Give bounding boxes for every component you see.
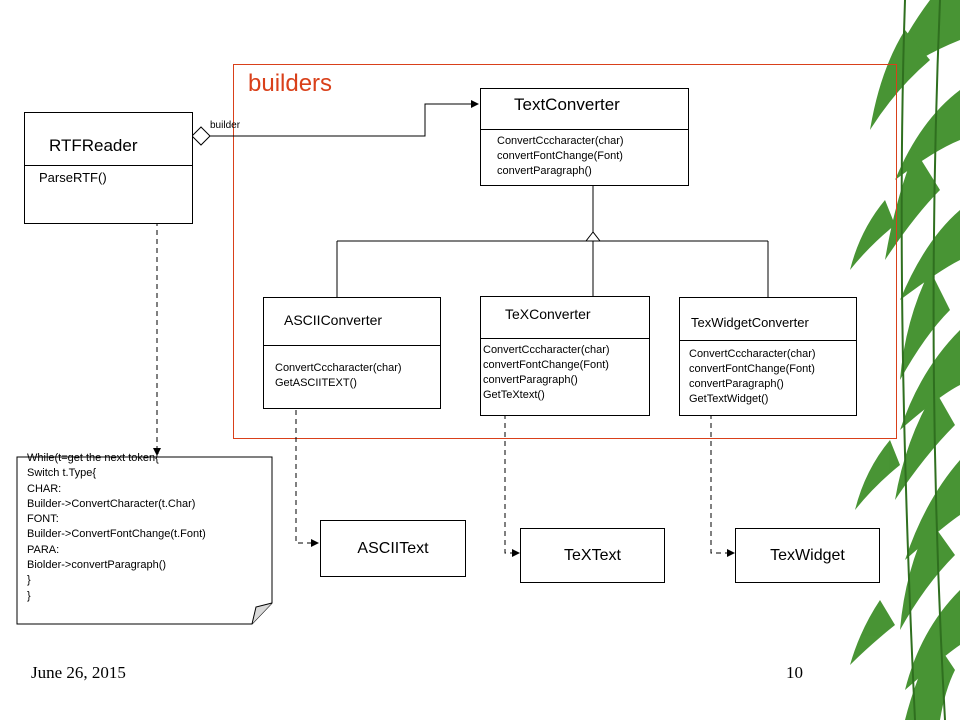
asciiconverter-class-name: ASCIIConverter: [284, 312, 383, 328]
method-line: convertParagraph(): [497, 165, 592, 177]
rtfreader-class-name: RTFReader: [49, 136, 138, 155]
tex-widget-product: TexWidget: [735, 528, 880, 583]
note-line: Biolder->convertParagraph(): [27, 559, 167, 572]
textconverter-methods: ConvertCccharacter(char) convertFontChan…: [497, 134, 624, 179]
method-line: convertFontChange(Font): [497, 150, 623, 162]
method-line: GetTeXtext(): [483, 389, 545, 401]
tex-product-link: [504, 414, 520, 557]
asciiconverter-methods: ConvertCccharacter(char) GetASCIITEXT(): [275, 361, 402, 391]
footer-page-number: 10: [786, 663, 803, 682]
textconverter-class-name: TextConverter: [514, 95, 620, 114]
note-line: }: [27, 589, 31, 602]
texconverter-class-name: TeXConverter: [505, 306, 591, 322]
texwidgetconverter-methods: ConvertCccharacter(char) convertFontChan…: [689, 347, 816, 407]
footer-date: June 26, 2015: [31, 663, 126, 682]
method-line: convertParagraph(): [483, 374, 578, 386]
rtfreader-class-box: RTFReader ParseRTF(): [24, 112, 193, 224]
asciiconverter-class-box: ASCIIConverter ConvertCccharacter(char) …: [263, 297, 441, 409]
method-line: ConvertCccharacter(char): [497, 135, 624, 147]
method-line: ConvertCccharacter(char): [275, 362, 402, 374]
texwidgetconverter-divider: [680, 340, 856, 341]
widget-product-link: [710, 414, 735, 557]
rtfreader-method: ParseRTF(): [39, 170, 107, 185]
ascii-text-product: ASCIIText: [320, 520, 466, 577]
builder-link-label: builder: [210, 120, 241, 131]
builders-group-label: builders: [248, 70, 333, 97]
builders-group-frame: [233, 64, 897, 439]
asciiconverter-divider: [264, 345, 440, 346]
textconverter-class-box: TextConverter ConvertCccharacter(char) c…: [480, 88, 689, 186]
textconverter-divider: [481, 129, 688, 130]
note-line: PARA:: [27, 543, 60, 556]
texconverter-methods: ConvertCccharacter(char) convertFontChan…: [483, 343, 610, 403]
texconverter-class-box: TeXConverter ConvertCccharacter(char) co…: [480, 296, 650, 416]
note-line: CHAR:: [27, 482, 62, 495]
ascii-product-link: [295, 410, 319, 547]
note-line: }: [27, 574, 31, 587]
note-line: Builder->ConvertCharacter(t.Char): [27, 497, 196, 510]
texconverter-divider: [481, 338, 649, 339]
method-line: GetTextWidget(): [689, 393, 769, 405]
tex-text-product: TeXText: [520, 528, 665, 583]
rtfreader-divider: [25, 165, 192, 166]
method-line: GetASCIITEXT(): [275, 377, 357, 389]
method-line: convertFontChange(Font): [689, 363, 815, 375]
note-line: Switch t.Type{: [27, 467, 97, 480]
method-line: ConvertCccharacter(char): [689, 348, 816, 360]
note-line: FONT:: [27, 513, 59, 526]
builder-association-line: [210, 100, 479, 137]
texwidgetconverter-class-box: TexWidgetConverter ConvertCccharacter(ch…: [679, 297, 857, 416]
texwidgetconverter-class-name: TexWidgetConverter: [691, 315, 809, 330]
pseudocode-note-text: While(t=get the next token{ Switch t.Typ…: [27, 451, 206, 604]
method-line: convertParagraph(): [689, 378, 784, 390]
note-line: Builder->ConvertFontChange(t.Font): [27, 528, 206, 541]
method-line: ConvertCccharacter(char): [483, 344, 610, 356]
note-line: While(t=get the next token{: [27, 452, 159, 464]
method-line: convertFontChange(Font): [483, 359, 609, 371]
